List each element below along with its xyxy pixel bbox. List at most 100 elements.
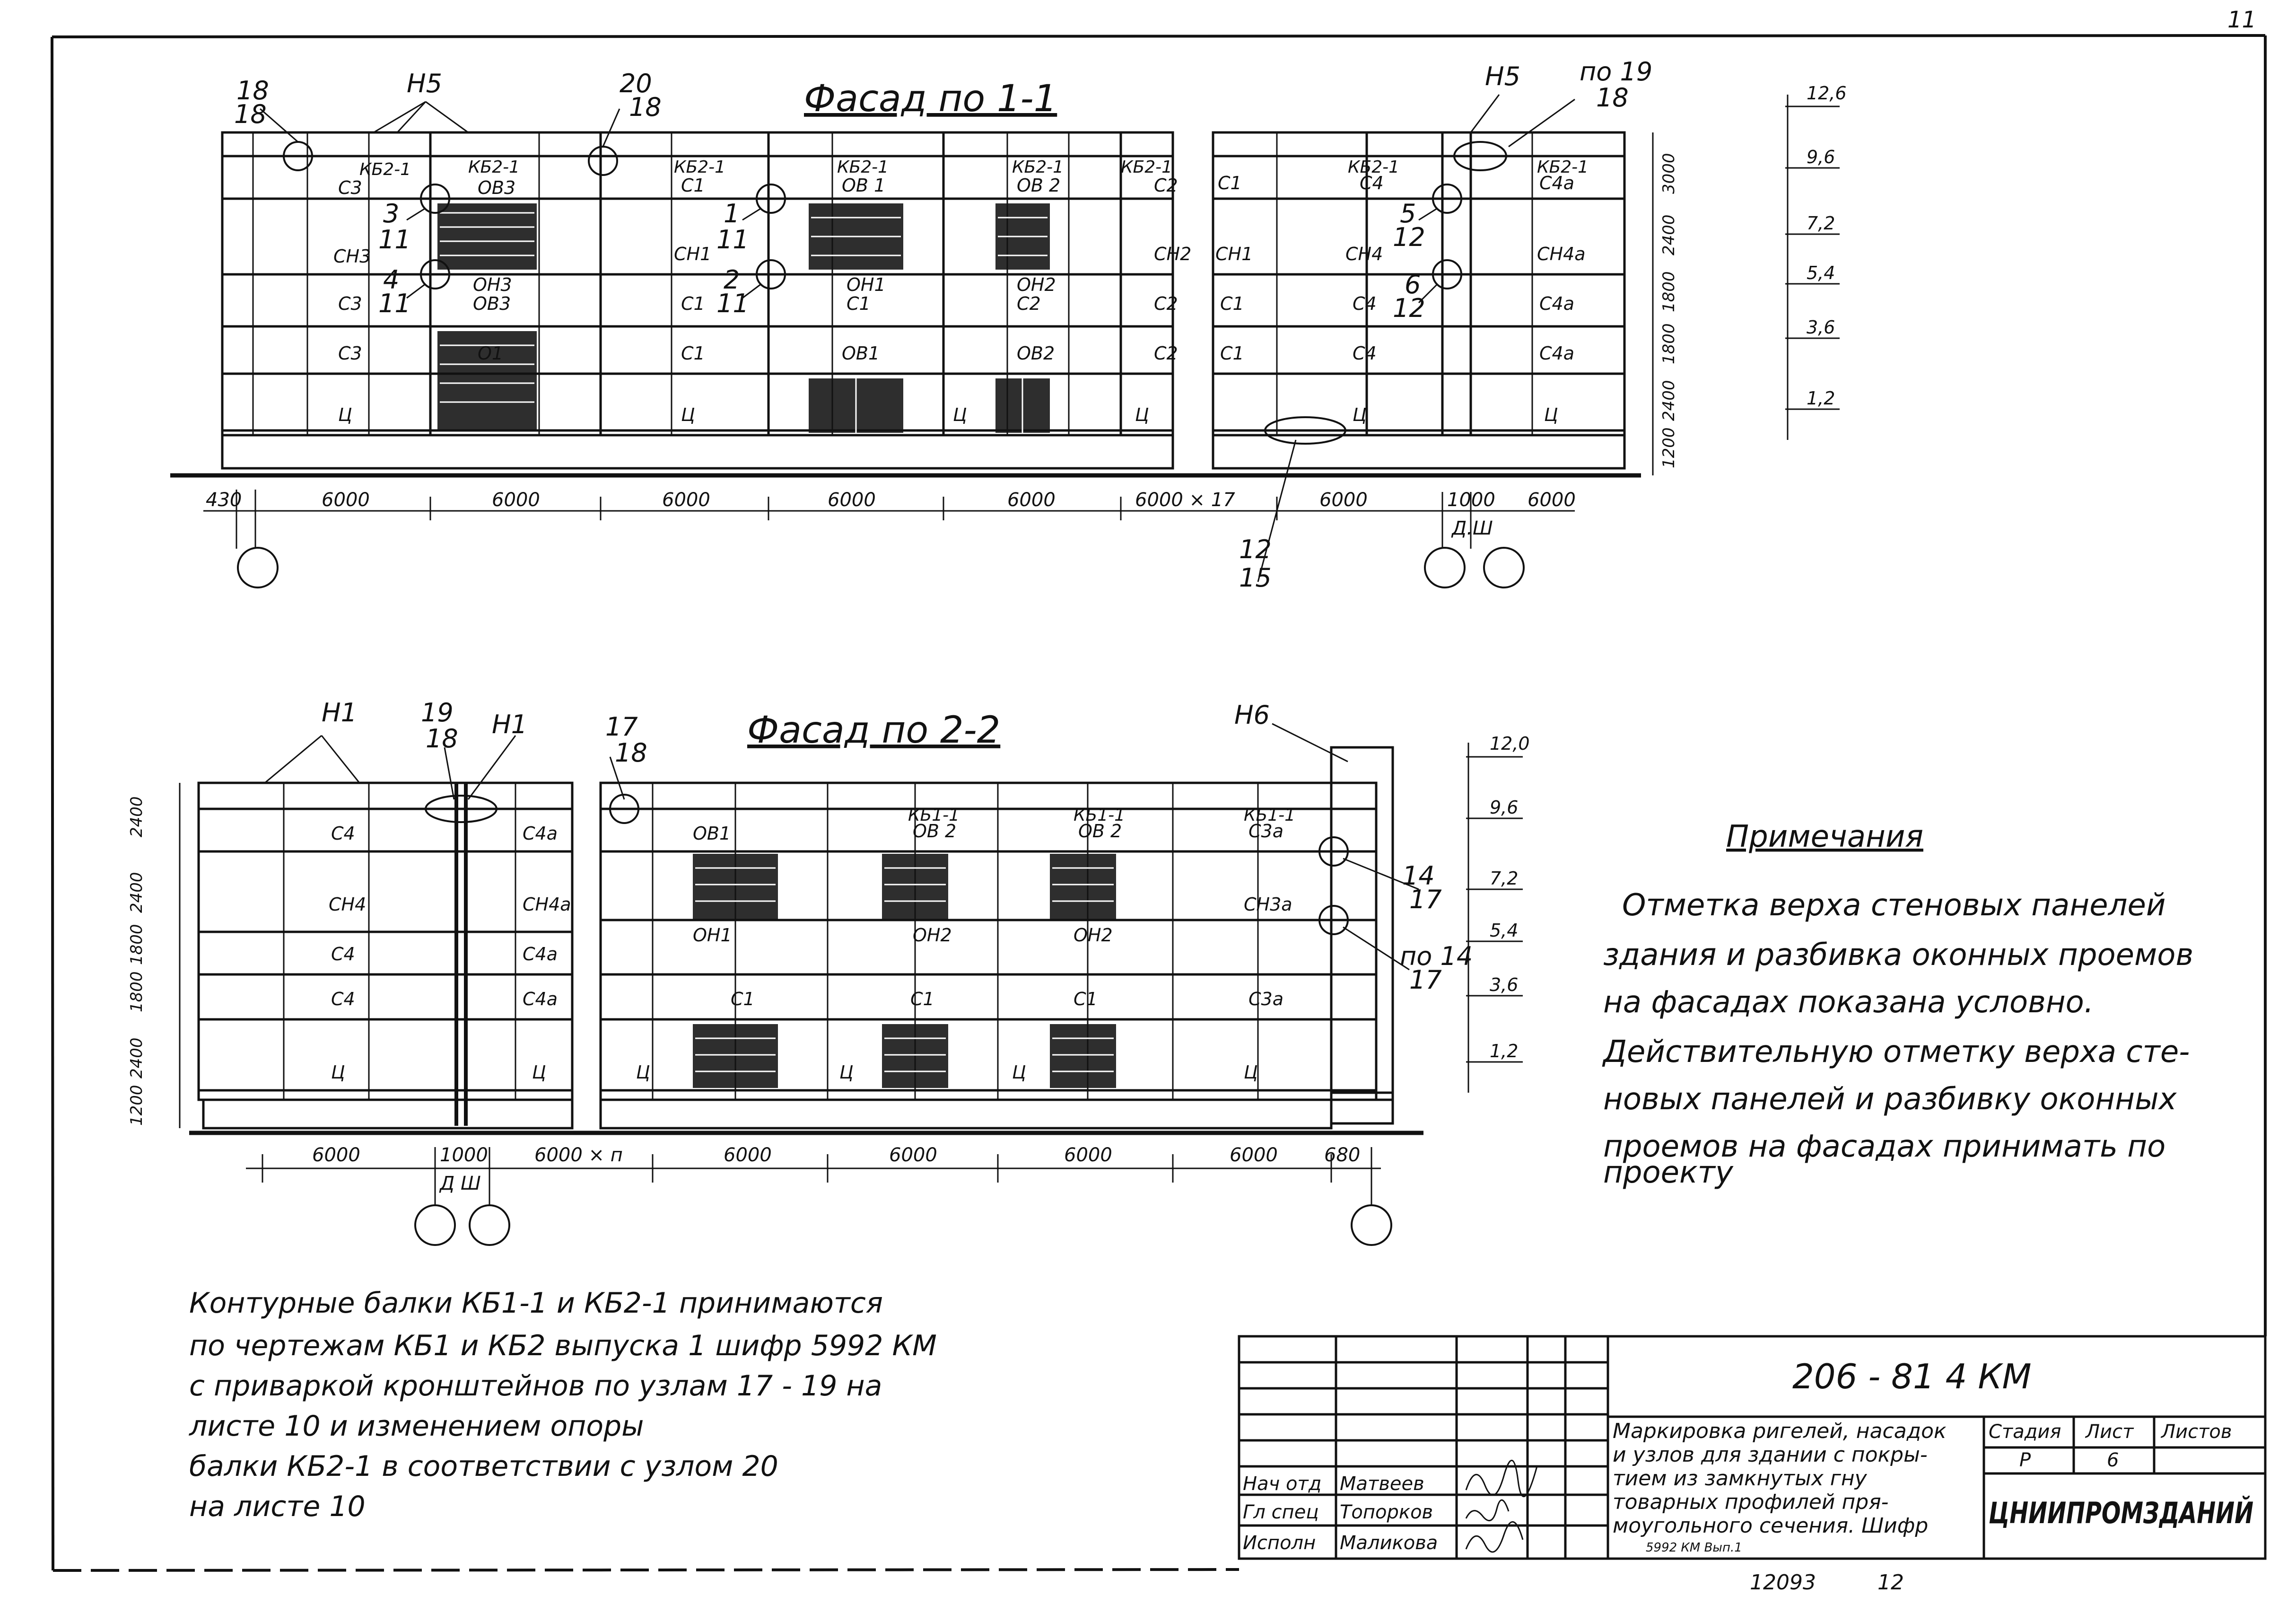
- f1-panel: С1: [1220, 343, 1244, 364]
- tb-role: Гл спец: [1243, 1501, 1319, 1523]
- f1-panel: С1: [1220, 293, 1244, 314]
- f1-panel: ОВ1: [842, 343, 880, 364]
- tb-name: Матвеев: [1340, 1473, 1424, 1495]
- f1-beam-mark: КБ2-1: [1012, 158, 1064, 177]
- f1-panel: С1: [681, 293, 705, 314]
- f1-callout-5-num: 5: [1400, 199, 1416, 228]
- f1-dim: 6000 × 17: [1135, 489, 1235, 511]
- f1-callout-2-num: 2: [724, 265, 740, 295]
- f1-callout-1-den: 11: [716, 225, 749, 254]
- tb-name: Маликова: [1340, 1532, 1438, 1554]
- f1-panel: С4а: [1539, 173, 1574, 193]
- f1-panel: С1: [1218, 173, 1242, 193]
- title-desc-line: тием из замкнутых гну: [1613, 1466, 1868, 1490]
- f1-panel: С4а: [1539, 343, 1574, 364]
- f2-beam-mark: КБ1-1: [1244, 806, 1295, 825]
- f1-n5-left: Н5: [407, 69, 442, 98]
- f1-dim: 6000: [322, 489, 370, 511]
- f1-dim: 1000: [1447, 489, 1495, 511]
- tb-name: Топорков: [1340, 1501, 1433, 1523]
- sheet-frame: [51, 34, 2267, 1572]
- facade1-windows: [437, 203, 1050, 433]
- f2-dim-dsh: Д Ш: [439, 1173, 481, 1194]
- f2-callout-14-num: 14: [1402, 861, 1435, 891]
- f1-callout-18-num: 18: [236, 76, 269, 105]
- f2-dim: 6000: [889, 1144, 937, 1166]
- f1-panel: ОВ 2: [1017, 175, 1060, 196]
- f1-panel: С4а: [1539, 293, 1574, 314]
- bottom-number: 12093: [1750, 1570, 1816, 1595]
- f2-beam-mark: КБ1-1: [1074, 806, 1125, 825]
- f1-panel: С2: [1154, 175, 1178, 196]
- tb-role: Нач отд: [1243, 1473, 1321, 1495]
- stage-value: Р: [2019, 1449, 2031, 1471]
- f2-callout-14-den: 17: [1409, 885, 1442, 914]
- f1-callout-12-num: 12: [1239, 535, 1272, 564]
- title-desc-sub: 5992 КМ Вып.1: [1646, 1541, 1742, 1555]
- f2-panel: ОН2: [913, 925, 952, 946]
- facade-2-2: Фасад по 2-2: [127, 698, 1530, 1246]
- f2-panel: ОН2: [1074, 925, 1113, 946]
- f2-callout-14b-num: по 14: [1400, 941, 1473, 971]
- main-note-line: с приваркой кронштейнов по узлам 17 - 19…: [189, 1369, 882, 1403]
- main-note: Контурные балки КБ1-1 и КБ2-1 принимаютс…: [189, 1287, 937, 1523]
- f2-level: 1,2: [1490, 1041, 1518, 1061]
- f1-side-dim: 2400: [1659, 214, 1678, 255]
- f1-side-dim: 1800: [1659, 323, 1678, 364]
- f2-callout-19-num: 19: [421, 698, 454, 728]
- f1-callout-20-num: 20: [620, 69, 652, 98]
- f1-panel: СН4а: [1537, 244, 1586, 264]
- f1-callout-1-num: 1: [724, 199, 740, 228]
- f1-panel: С3: [338, 343, 362, 364]
- f1-panel: С1: [847, 293, 871, 314]
- facade-1-1: Фасад по 1-1: [170, 57, 1847, 593]
- f1-level: 12,6: [1807, 83, 1847, 104]
- f1-side-dim: 3000: [1659, 153, 1678, 194]
- f1-level: 3,6: [1807, 317, 1835, 338]
- f1-panel: СН4: [1345, 244, 1383, 264]
- f1-panel: С3: [338, 293, 362, 314]
- main-note-line: по чертежам КБ1 и КБ2 выпуска 1 шифр 599…: [189, 1329, 937, 1362]
- f2-side-dim: 1800: [127, 924, 146, 965]
- f1-panel: С4: [1360, 173, 1384, 193]
- f2-panel: Ц: [1244, 1062, 1258, 1083]
- f2-panel: С1: [1074, 989, 1098, 1009]
- f2-callout-19-den: 18: [426, 724, 458, 754]
- f1-beam-mark: КБ2-1: [1537, 158, 1589, 177]
- f1-panel: Ц: [1135, 404, 1149, 425]
- f2-dim: 6000: [312, 1144, 360, 1166]
- signatures: [1465, 1459, 1538, 1553]
- notes-line: проемов на фасадах принимать по: [1603, 1129, 2165, 1164]
- f1-callout-6-den: 12: [1393, 293, 1425, 323]
- title-desc-line: товарных профилей пря-: [1613, 1490, 1889, 1514]
- f2-callout-14b-den: 17: [1409, 965, 1442, 995]
- f1-beam-mark: КБ2-1: [674, 158, 725, 177]
- notes-line: Действительную отметку верха сте-: [1602, 1035, 2190, 1070]
- f1-panel: ОВ2: [1017, 343, 1055, 364]
- f1-callout-19-den: 18: [1596, 83, 1629, 113]
- notes-line: проекту: [1603, 1155, 1734, 1190]
- title-desc-line: Маркировка ригелей, насадок: [1613, 1419, 1947, 1443]
- main-note-line: на листе 10: [189, 1490, 366, 1523]
- f1-callout-5-den: 12: [1393, 222, 1425, 252]
- f1-callout-20-den: 18: [629, 92, 662, 122]
- f2-dim: 1000: [440, 1144, 488, 1166]
- f2-dim: 6000 × п: [534, 1144, 623, 1166]
- f1-level: 1,2: [1807, 388, 1835, 409]
- f1-panel: ОВ3: [478, 177, 515, 198]
- f1-side-dim: 2400: [1659, 380, 1678, 421]
- f2-dim: 6000: [724, 1144, 772, 1166]
- main-note-line: листе 10 и изменением опоры: [189, 1410, 644, 1443]
- facade2-title: Фасад по 2-2: [747, 709, 1000, 752]
- f1-panel: С2: [1154, 293, 1178, 314]
- f1-dim: 6000: [1007, 489, 1056, 511]
- f1-callout-2-den: 11: [716, 289, 749, 318]
- f1-panel: ОН1: [847, 274, 886, 295]
- f1-side-dim: 1200: [1659, 427, 1678, 468]
- f1-panel: СН2: [1154, 244, 1191, 264]
- f2-panel: Ц: [532, 1062, 546, 1083]
- f2-level: 3,6: [1490, 974, 1518, 995]
- f1-dim-dsh: Д.Ш: [1451, 517, 1493, 539]
- title-block: 206 - 81 4 КМ Маркировка ригелей, насадо…: [1238, 1335, 2267, 1595]
